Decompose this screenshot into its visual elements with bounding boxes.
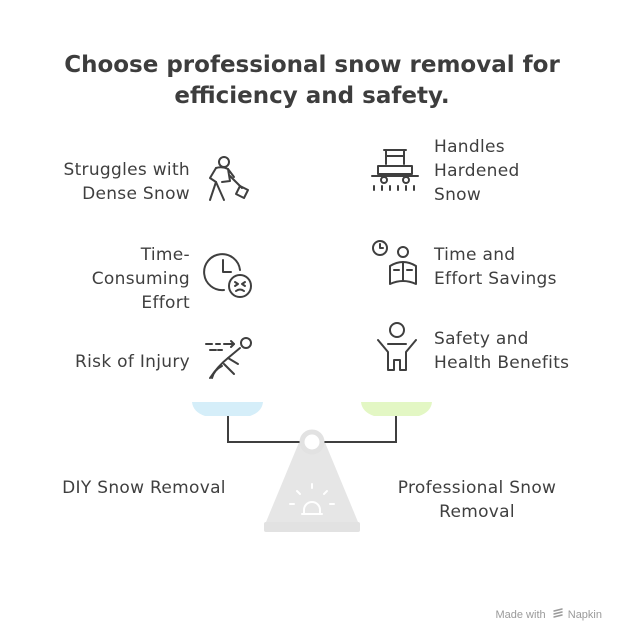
label-line: Handles [434,137,505,157]
label-line: Effort Savings [434,269,557,289]
left-pan [192,402,263,416]
label-line: Risk of Injury [75,352,190,372]
label-handles-hardened-snow: Handles Hardened Snow [434,135,520,207]
pivot [299,429,325,455]
label-struggles-dense-snow: Struggles with Dense Snow [63,158,190,206]
option-label: Removal [439,502,515,522]
label-line: Effort [141,293,190,313]
napkin-brand-text: Napkin [567,609,602,621]
label-line: Dense Snow [82,184,190,204]
napkin-logo-icon [552,608,563,621]
option-label: Professional Snow [397,478,557,498]
base-foot [264,522,360,532]
label-safety-health-benefits: Safety and Health Benefits [434,327,569,375]
label-line: Health Benefits [434,353,570,373]
title-line-2: efficiency and safety. [174,83,450,109]
reading-person-clock-icon [368,238,424,290]
title-line-1: Choose professional snow removal for [64,52,560,78]
base-stand [266,440,358,522]
option-professional-snow-removal: Professional Snow Removal [372,476,582,524]
right-pan [361,402,432,416]
made-with-text: Made with [495,609,546,621]
label-line: Snow [434,185,482,205]
option-diy-snow-removal: DIY Snow Removal [30,476,258,500]
light-bulb-icon [289,483,335,515]
label-time-effort-savings: Time and Effort Savings [434,243,557,291]
cheering-person-icon [372,320,422,374]
label-line: Safety and [434,329,529,349]
label-line: Struggles with [63,160,190,180]
label-line: Consuming [91,269,190,289]
label-time-consuming-effort: Time- Consuming Effort [92,243,190,315]
label-line: Time and [434,245,516,265]
label-risk-of-injury: Risk of Injury [75,350,190,374]
clock-face-icon [202,250,256,302]
option-label: DIY Snow Removal [62,478,226,498]
page-title: Choose professional snow removal for eff… [0,50,624,112]
snow-plow-icon [368,146,424,192]
falling-person-icon [202,334,258,386]
made-with-napkin-badge: Made with Napkin [495,608,602,621]
label-line: Time- [140,245,190,265]
label-line: Hardened [434,161,520,181]
shovel-person-icon [200,154,256,204]
